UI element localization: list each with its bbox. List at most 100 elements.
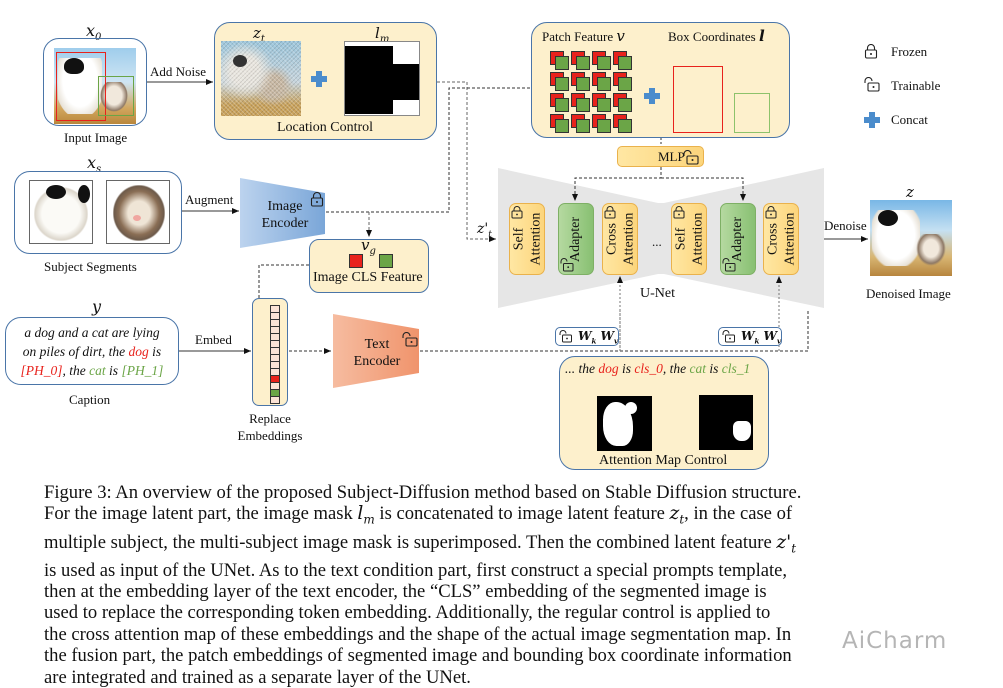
wk-wv-tag-1: Wk Wv	[555, 327, 619, 346]
mlp-block: MLP	[617, 146, 704, 167]
patch-token	[592, 93, 612, 113]
adapter-label: Adapter	[730, 216, 746, 262]
figure-caption: Figure 3: An overview of the proposed Su…	[44, 482, 924, 688]
legend-trainable-label: Trainable	[891, 78, 941, 93]
concat-plus-icon	[644, 88, 660, 109]
patch-token	[550, 51, 570, 71]
patch-feature-grid	[550, 51, 632, 135]
unet-label: U-Net	[640, 286, 675, 301]
subject-segments-label: Subject Segments	[44, 259, 137, 274]
lock-open-icon	[560, 258, 574, 277]
patch-token	[613, 72, 633, 92]
augment-label: Augment	[185, 192, 234, 207]
location-mask-image	[344, 41, 420, 116]
caption-label: Caption	[69, 392, 111, 407]
lock-closed-icon	[310, 191, 324, 212]
watermark: AiCharm	[842, 628, 948, 654]
unet-ellipsis: ...	[652, 234, 662, 249]
wk-wv-label: Wk Wv	[578, 329, 619, 346]
input-image-symbol: x0	[86, 21, 102, 44]
lock-open-icon	[402, 331, 418, 352]
caption-line: multiple subject, the multi-subject imag…	[44, 531, 797, 556]
denoise-label: Denoise	[824, 218, 867, 233]
embed-label: Embed	[195, 332, 232, 347]
subject-segments-box	[14, 171, 182, 254]
attention-map-control-box: ... the dog is cls_0, the cat is cls_1 A…	[559, 356, 769, 470]
caption-line: Figure 3: An overview of the proposed Su…	[44, 482, 802, 503]
caption-line: the fusion part, the patch embeddings of…	[44, 645, 792, 667]
caption-text: a dog and a cat are lying on piles of di…	[20, 325, 164, 378]
replace-embeddings-box	[252, 298, 288, 406]
patch-box-fusion-box: Patch Feature v Box Coordinates l	[531, 22, 790, 138]
patch-token	[613, 93, 633, 113]
input-image-label: Input Image	[64, 130, 128, 145]
dog-segment-image	[29, 180, 93, 244]
attention-map-text: ... the dog is cls_0, the cat is cls_1	[565, 361, 751, 376]
image-cls-feature-box: vg Image CLS Feature	[309, 236, 429, 293]
patch-token	[571, 72, 591, 92]
location-control-box: zt lm Location Control	[214, 22, 437, 140]
dog-attention-mask	[597, 396, 652, 451]
wk-wv-label: Wk Wv	[741, 329, 782, 346]
lock-open-icon	[722, 258, 736, 277]
caption-line: is used as input of the UNet. As to the …	[44, 559, 788, 581]
denoised-image	[870, 200, 952, 276]
denoised-image-label: Denoised Image	[866, 286, 951, 301]
token-embedding-column	[270, 305, 280, 404]
mlp-label: MLP	[658, 149, 685, 164]
patch-token	[592, 51, 612, 71]
dog-box-coordinate	[673, 66, 723, 133]
token-embedding	[270, 396, 280, 404]
zt-prime-symbol: z't	[477, 221, 492, 240]
cls-token-cat	[379, 254, 393, 268]
zt-symbol: zt	[253, 24, 265, 45]
legend-frozen-label: Frozen	[891, 44, 928, 59]
box-coordinates-label: Box Coordinates l	[668, 27, 765, 45]
adapter-label: Adapter	[568, 216, 584, 262]
patch-token	[550, 72, 570, 92]
location-to-unet-line	[437, 81, 496, 242]
cat-segment-image	[106, 180, 170, 244]
dog-bbox	[56, 52, 106, 121]
attention-map-control-label: Attention Map Control	[599, 453, 728, 468]
noisy-latent-image	[221, 41, 301, 116]
caption-input-box: a dog and a cat are lying on piles of di…	[5, 317, 179, 385]
plus-icon	[864, 112, 880, 133]
location-control-label: Location Control	[277, 120, 374, 135]
image-cls-feature-label: Image CLS Feature	[313, 270, 423, 285]
caption-line: then at the embedding layer of the text …	[44, 581, 767, 603]
vg-symbol: vg	[361, 236, 376, 257]
cls-token-dog	[349, 254, 363, 268]
lock-closed-icon	[765, 206, 777, 224]
caption-line: the cross attention map of these embeddi…	[44, 623, 792, 645]
lock-closed-icon	[673, 206, 685, 224]
concat-plus-icon	[311, 71, 327, 92]
subject-segments-symbol: xs	[87, 153, 102, 176]
cat-attention-mask	[699, 395, 753, 450]
patch-token	[550, 93, 570, 113]
caption-line: For the image latent part, the image mas…	[44, 503, 793, 528]
lock-open-icon	[722, 330, 736, 348]
lock-closed-icon	[864, 43, 878, 64]
patch-token	[550, 114, 570, 134]
legend-concat-label: Concat	[891, 112, 928, 127]
patch-token	[571, 93, 591, 113]
wk-wv-tag-2: Wk Wv	[718, 327, 782, 346]
patch-token	[571, 51, 591, 71]
cat-bbox	[98, 76, 134, 116]
adapter-block-2: Adapter	[720, 203, 756, 275]
patch-token	[571, 114, 591, 134]
lock-closed-icon	[604, 206, 616, 224]
caption-line: used to replace the corresponding token …	[44, 602, 771, 624]
caption-line: are integrated and trained as a separate…	[44, 666, 471, 688]
cat-box-coordinate	[734, 93, 770, 133]
lock-closed-icon	[511, 206, 523, 224]
lm-symbol: lm	[375, 24, 390, 45]
